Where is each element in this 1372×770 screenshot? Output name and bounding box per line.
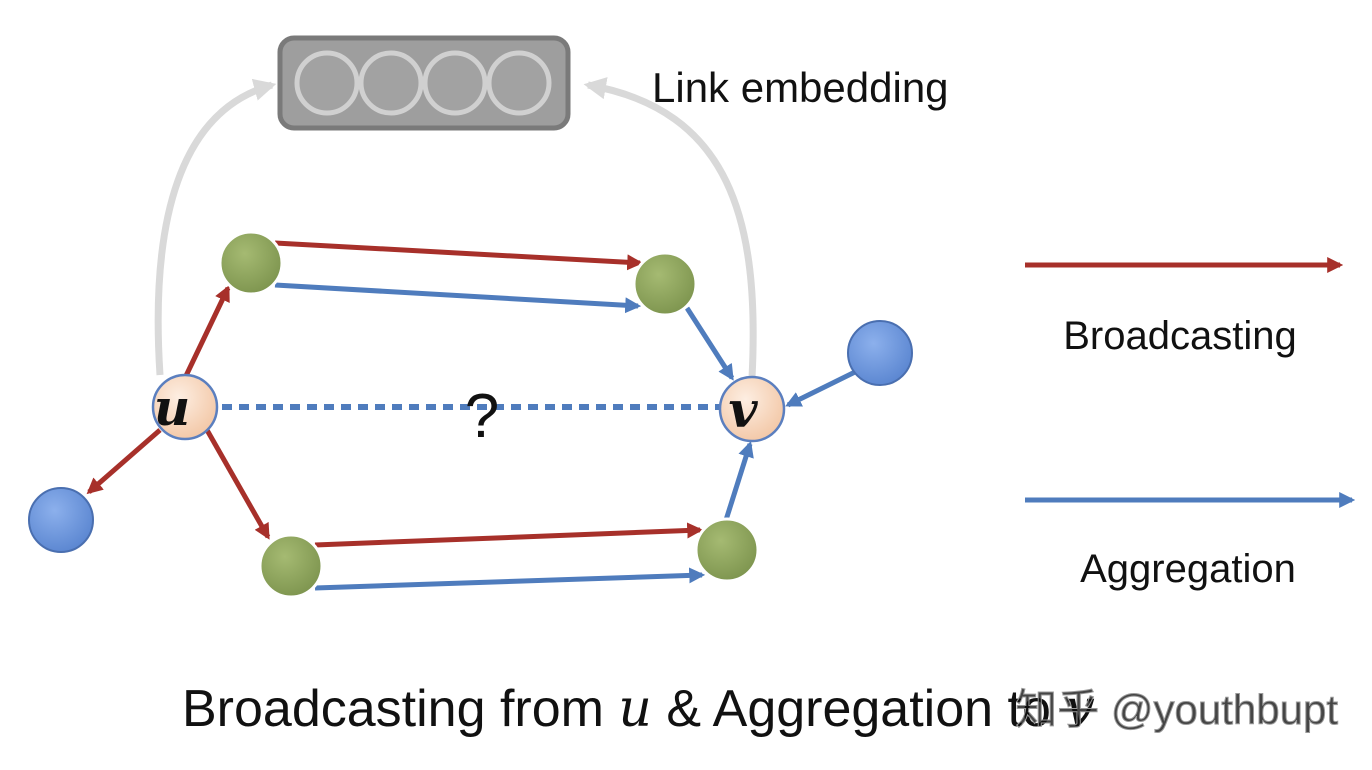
aggregate-edge — [723, 440, 754, 521]
embedding-cell — [294, 50, 360, 116]
green-node — [258, 533, 324, 599]
blue-node — [28, 487, 94, 553]
broadcast-edge — [274, 240, 644, 271]
question-mark: ? — [465, 382, 499, 451]
node-v-label: v — [728, 380, 758, 439]
broadcast-edge — [86, 428, 162, 495]
legend-aggregate-label: Aggregation — [1080, 547, 1296, 591]
broadcast-edge — [181, 285, 231, 382]
embedding-cell — [358, 50, 424, 116]
embedding-cell — [486, 50, 552, 116]
broadcast-edge — [314, 522, 704, 548]
link-embedding-vector — [277, 35, 571, 131]
link-embedding-label: Link embedding — [652, 64, 949, 111]
curve-u-to-embedding — [154, 78, 277, 376]
blue-node — [847, 320, 913, 386]
node-u: u — [151, 373, 219, 441]
diagram-caption: Broadcasting from u & Aggregation to v — [182, 679, 1095, 739]
green-node — [218, 230, 284, 296]
legend-broadcast-label: Broadcasting — [1063, 314, 1296, 358]
curve-v-to-embedding — [583, 77, 757, 379]
aggregate-edge — [785, 369, 857, 408]
green-node — [694, 517, 760, 583]
broadcast-edge — [204, 428, 271, 540]
green-node — [632, 251, 698, 317]
embedding-cell — [422, 50, 488, 116]
aggregate-edge — [314, 567, 706, 591]
aggregate-edge — [274, 282, 642, 314]
watermark: 知乎 @youthbupt — [1015, 686, 1338, 733]
node-v: v — [718, 375, 786, 443]
node-u-label: u — [154, 378, 190, 437]
aggregate-edge — [684, 306, 735, 381]
